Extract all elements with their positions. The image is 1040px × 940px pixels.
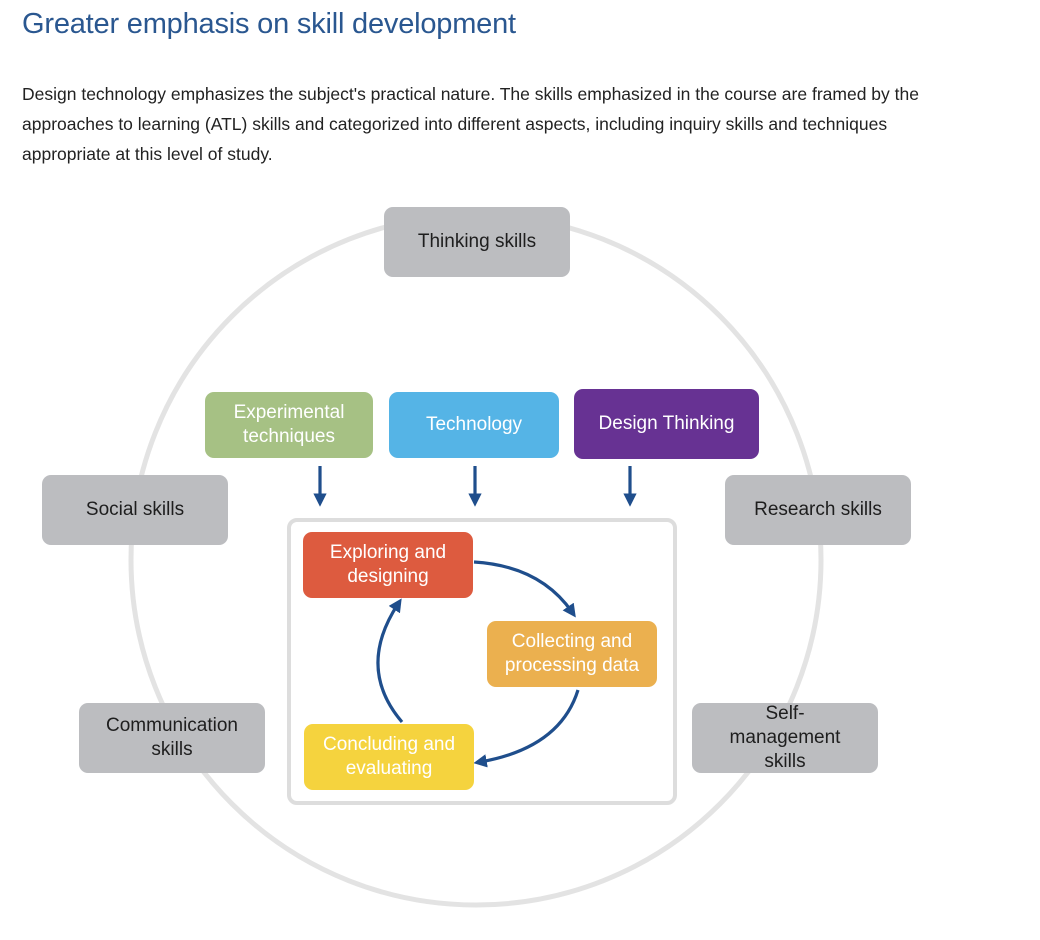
atl-social-skills: Social skills — [42, 475, 228, 545]
cycle-arrow-collecting-to-concluding — [473, 689, 580, 768]
cycle-concluding-and-evaluating: Concluding and evaluating — [304, 724, 474, 790]
aspect-technology: Technology — [389, 392, 559, 458]
atl-communication-skills: Communication skills — [79, 703, 265, 773]
aspect-design-thinking: Design Thinking — [574, 389, 759, 459]
cycle-collecting-and-processing-data: Collecting and processing data — [487, 621, 657, 687]
cycle-exploring-and-designing: Exploring and designing — [303, 532, 473, 598]
aspect-experimental-techniques: Experimental techniques — [205, 392, 373, 458]
cycle-arrow-exploring-to-collecting — [473, 560, 576, 618]
cycle-arrow-concluding-to-exploring — [376, 598, 404, 724]
atl-thinking-skills: Thinking skills — [384, 207, 570, 277]
atl-self-management-skills: Self-management skills — [692, 703, 878, 773]
intro-paragraph: Design technology emphasizes the subject… — [22, 84, 919, 164]
atl-research-skills: Research skills — [725, 475, 911, 545]
page-heading: Greater emphasis on skill development — [22, 8, 516, 40]
